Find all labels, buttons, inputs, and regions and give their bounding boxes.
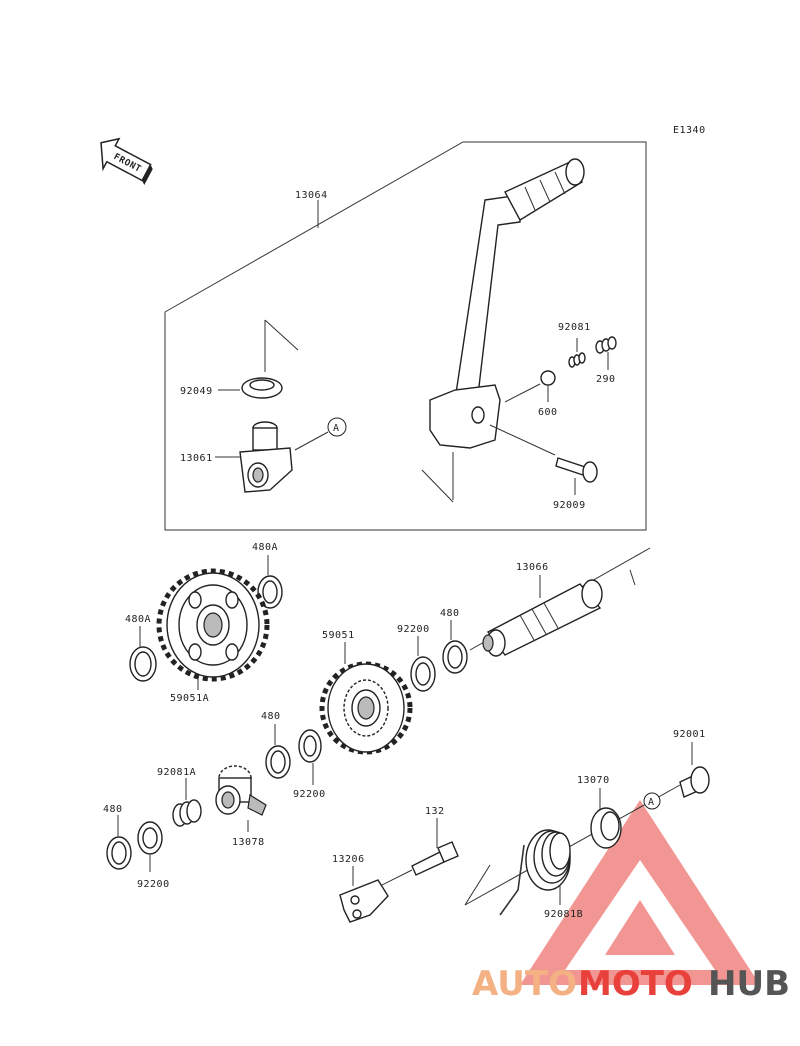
- label-480a-top: 480A: [252, 542, 278, 553]
- part-92081b-spring: [499, 829, 571, 916]
- svg-text:HUB: HUB: [708, 964, 790, 1004]
- part-92200-washer-low: [298, 729, 322, 763]
- label-92200-left: 92200: [137, 879, 170, 890]
- label-92009: 92009: [553, 500, 586, 511]
- part-132-bolt: [411, 841, 459, 876]
- part-13061-pivot: [239, 421, 293, 493]
- ref-marker-a-top: A: [327, 417, 347, 437]
- part-480-washer-left: [106, 836, 132, 870]
- kick-pedal-arm: [429, 158, 585, 449]
- label-13206: 13206: [332, 854, 365, 865]
- label-92001: 92001: [673, 729, 706, 740]
- label-92049: 92049: [180, 386, 213, 397]
- label-92081: 92081: [558, 322, 591, 333]
- part-92200-washer-mid: [410, 656, 436, 692]
- part-480a-washer-top: [257, 575, 283, 609]
- label-480-low: 480: [261, 711, 281, 722]
- label-13078: 13078: [232, 837, 265, 848]
- ref-marker-a-bottom: A: [643, 792, 661, 810]
- part-480-washer-mid: [442, 640, 468, 674]
- svg-text:A: A: [333, 423, 340, 434]
- label-59051: 59051: [322, 630, 355, 641]
- part-59051a-gear: [156, 568, 270, 682]
- axis-line: [421, 469, 454, 503]
- part-290-spring: [595, 336, 617, 354]
- svg-text:A: A: [648, 797, 655, 808]
- kick-pedal-assembly-box: [164, 141, 647, 531]
- label-480a-left: 480A: [125, 614, 151, 625]
- label-92081b: 92081B: [544, 909, 583, 920]
- label-92081a: 92081A: [157, 767, 196, 778]
- label-92200-low: 92200: [293, 789, 326, 800]
- part-13078-ratchet: [215, 765, 267, 816]
- svg-text:MOTO: MOTO: [578, 964, 693, 1004]
- svg-text:AUTO: AUTO: [472, 964, 577, 1004]
- part-92081-spring: [568, 352, 586, 368]
- label-92200-mid: 92200: [397, 624, 430, 635]
- part-92049-bushing: [241, 377, 283, 399]
- label-13066: 13066: [516, 562, 549, 573]
- front-arrow-icon: FRONT: [100, 137, 153, 186]
- part-13066-shaft: [482, 579, 603, 657]
- part-480-washer-low: [265, 745, 291, 779]
- part-600-ball: [540, 370, 556, 386]
- label-13064: 13064: [295, 190, 328, 201]
- label-600: 600: [538, 407, 558, 418]
- watermark-logo: [520, 800, 760, 985]
- part-92081a-spring: [172, 799, 202, 827]
- label-13061: 13061: [180, 453, 213, 464]
- part-92009-bolt: [555, 457, 598, 483]
- part-13206-guide: [339, 879, 389, 923]
- label-290: 290: [596, 374, 616, 385]
- watermark-text: AUTO MOTO HUB: [472, 964, 790, 1004]
- part-92200-washer-left: [137, 821, 163, 855]
- part-480a-washer-left: [129, 646, 157, 682]
- label-480-left: 480: [103, 804, 123, 815]
- part-92001-bolt: [679, 766, 710, 798]
- diagram-code: E1340: [673, 125, 706, 136]
- label-13070: 13070: [577, 775, 610, 786]
- label-480-mid: 480: [440, 608, 460, 619]
- part-59051-gear: [319, 661, 413, 755]
- part-13070-collar: [590, 807, 622, 849]
- label-132: 132: [425, 806, 445, 817]
- label-59051a: 59051A: [170, 693, 209, 704]
